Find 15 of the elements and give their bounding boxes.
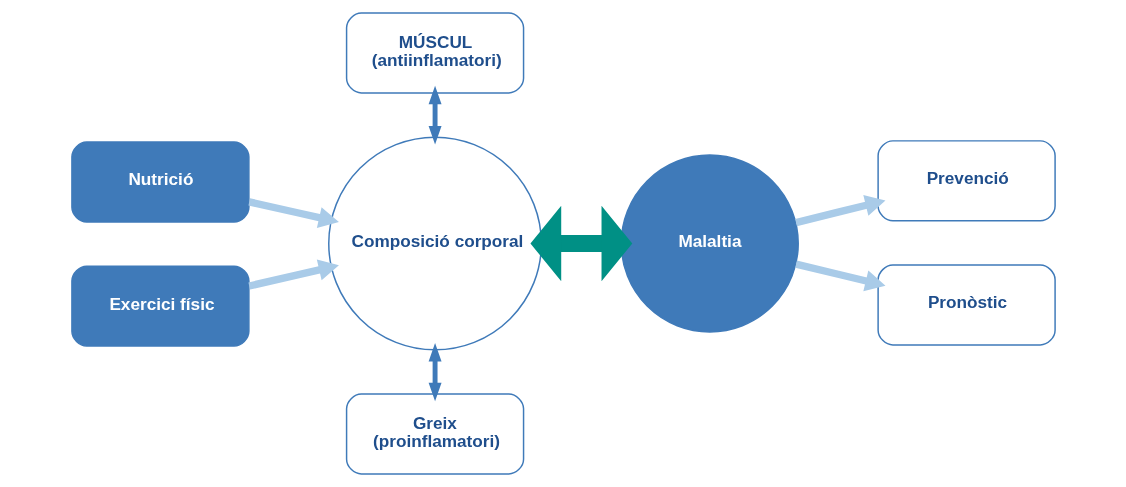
node-circle: Composició corporal (327, 136, 542, 351)
node-box: Nutrició (70, 141, 250, 223)
arrow (529, 205, 632, 282)
node-box: Pronòstic (876, 264, 1056, 346)
arrow (247, 259, 339, 290)
node-box: Exercici físic (70, 265, 250, 347)
node-circle: Malaltia (620, 154, 799, 333)
arrow (428, 342, 442, 402)
node-box: Prevenció (876, 140, 1056, 222)
arrow (247, 198, 339, 228)
arrow (794, 260, 885, 292)
node-box: MÚSCUL (antiinflamatori) (345, 12, 524, 94)
arrow (428, 85, 442, 145)
node-box: Greix (proinflamatori) (345, 393, 524, 475)
arrow (794, 195, 885, 227)
